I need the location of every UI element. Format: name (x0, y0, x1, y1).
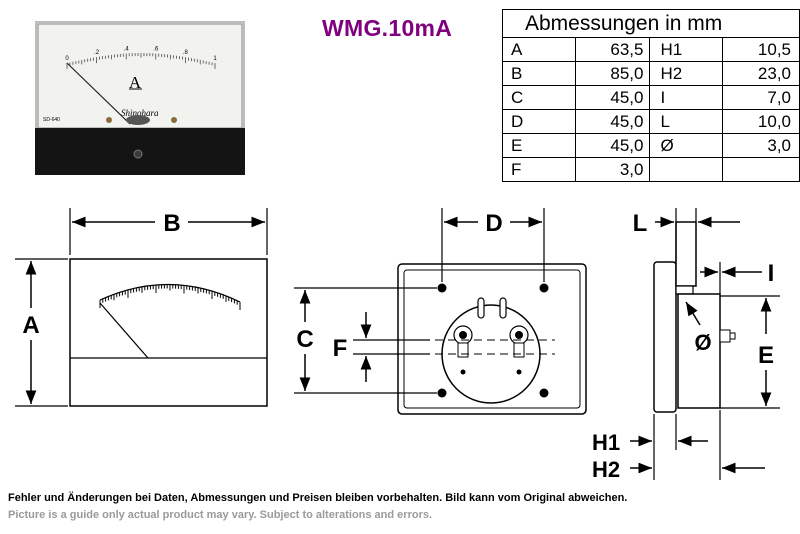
table-row: A 63,5 H1 10,5 (502, 37, 800, 62)
table-cell: D (502, 109, 576, 134)
table-header: Abmessungen in mm (502, 9, 800, 38)
photo-needle (66, 62, 131, 125)
front-view-outline (69, 258, 268, 407)
table-row: E 45,0 Ø 3,0 (502, 133, 800, 158)
table-cell: L (649, 109, 724, 134)
dim-label-a: A (22, 312, 39, 339)
table-cell: 45,0 (574, 109, 651, 134)
model-title: WMG.10mA (322, 15, 453, 41)
table-cell: Ø (649, 133, 724, 158)
table-row: D 45,0 L 10,0 (502, 109, 800, 134)
table-cell: 45,0 (574, 133, 651, 158)
table-cell: B (502, 61, 576, 86)
photo-zero-adjust-screw (133, 149, 143, 159)
table-cell: 10,5 (722, 37, 800, 62)
table-cell: E (502, 133, 576, 158)
dim-label-phi: Ø (694, 330, 711, 355)
side-view-body (677, 293, 721, 409)
dim-label-f: F (333, 335, 348, 362)
side-view-front-panel (653, 261, 677, 413)
table-cell: 23,0 (722, 61, 800, 86)
rear-view: D C F (294, 208, 587, 415)
front-scale-ticks (99, 284, 241, 310)
table-cell (722, 157, 800, 182)
table-cell: 7,0 (722, 85, 800, 110)
photo-scale-label: 1 (213, 56, 217, 62)
front-needle (99, 302, 149, 359)
footer-disclaimer-english: Picture is a guide only actual product m… (8, 509, 433, 521)
photo-scale-label: .4 (124, 46, 130, 52)
dim-label-h1: H1 (592, 430, 620, 455)
table-cell: 3,0 (722, 133, 800, 158)
table-row: F 3,0 (502, 157, 800, 182)
photo-scale-ticks (66, 53, 216, 69)
dim-label-h2: H2 (592, 457, 620, 482)
table-cell: H2 (649, 61, 724, 86)
photo-scale-label: .8 (183, 50, 189, 56)
dim-label-i: I (768, 260, 775, 287)
meter-photo: 0 .2 .4 .6 .8 1 A Shinohara SD-640 (35, 21, 245, 175)
photo-scale-label: .6 (153, 46, 159, 52)
photo-unit-label: A (129, 73, 142, 92)
dim-label-e: E (758, 342, 774, 369)
technical-drawings: B A D C (15, 208, 780, 482)
table-cell: C (502, 85, 576, 110)
table-cell: F (502, 157, 576, 182)
table-cell (649, 157, 724, 182)
dim-label-c: C (296, 326, 313, 353)
table-cell: H1 (649, 37, 724, 62)
table-cell: 45,0 (574, 85, 651, 110)
photo-scale-label: .2 (94, 50, 100, 56)
dimensions-table: Abmessungen in mm A 63,5 H1 10,5 B 85,0 … (502, 9, 800, 182)
side-view: E L I Ø H1 H2 (592, 208, 780, 482)
dim-label-d: D (485, 210, 502, 237)
table-row: B 85,0 H2 23,0 (502, 61, 800, 86)
photo-scale-labels: 0 .2 .4 .6 .8 1 (65, 46, 217, 62)
table-cell: A (502, 37, 576, 62)
table-cell: 85,0 (574, 61, 651, 86)
footer-disclaimer-german: Fehler und Änderungen bei Daten, Abmessu… (8, 492, 628, 504)
photo-model: SD-640 (43, 117, 60, 123)
table-cell: 63,5 (574, 37, 651, 62)
table-cell: 3,0 (574, 157, 651, 182)
table-cell: I (649, 85, 724, 110)
front-view: B A (15, 208, 268, 407)
photo-scale-label: 0 (65, 56, 69, 62)
table-row: C 45,0 I 7,0 (502, 85, 800, 110)
dim-label-b: B (163, 210, 180, 237)
photo-brand: Shinohara (121, 108, 159, 118)
dim-label-l: L (633, 210, 648, 237)
table-cell: 10,0 (722, 109, 800, 134)
